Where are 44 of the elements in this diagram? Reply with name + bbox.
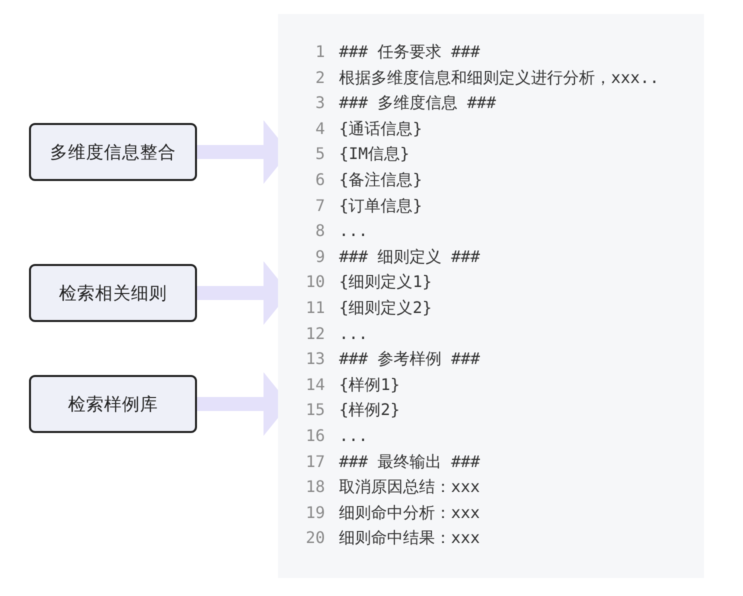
code-panel — [278, 14, 704, 578]
code-line: {通话信息} — [339, 118, 422, 140]
code-line: ### 最终输出 ### — [339, 450, 480, 473]
code-line: ... — [339, 220, 368, 242]
line-number: 15 — [304, 399, 325, 422]
line-number: 11 — [304, 297, 325, 319]
code-line: ### 多维度信息 ### — [339, 92, 496, 114]
code-line: ### 细则定义 ### — [339, 246, 480, 268]
process-box: 检索样例库 — [29, 375, 197, 433]
process-box: 多维度信息整合 — [29, 123, 197, 181]
line-number: 8 — [314, 220, 325, 242]
line-number: 14 — [304, 374, 325, 396]
line-number: 20 — [304, 527, 325, 550]
code-line: 取消原因总结：xxx — [339, 476, 480, 498]
line-number: 7 — [314, 194, 325, 217]
line-number: 12 — [304, 322, 325, 345]
code-line: {样例2} — [339, 399, 400, 422]
code-line: ### 参考样例 ### — [339, 348, 480, 370]
line-number: 1 — [314, 41, 325, 63]
code-line: ... — [339, 425, 368, 447]
code-line: ... — [339, 322, 368, 345]
line-number: 3 — [314, 92, 325, 114]
code-line: {备注信息} — [339, 169, 422, 191]
code-line: ### 任务要求 ### — [339, 41, 480, 63]
line-number: 13 — [304, 348, 325, 370]
line-number: 10 — [304, 271, 325, 294]
code-line: {样例1} — [339, 374, 400, 396]
code-line: 细则命中分析：xxx — [339, 502, 480, 524]
line-number: 5 — [314, 143, 325, 166]
line-number: 17 — [304, 450, 325, 473]
code-line: {订单信息} — [339, 194, 422, 217]
code-line: {细则定义2} — [339, 297, 432, 319]
line-number: 9 — [314, 246, 325, 268]
code-line: 根据多维度信息和细则定义进行分析，xxx.. — [339, 66, 660, 89]
code-line: 细则命中结果：xxx — [339, 527, 480, 550]
line-number: 19 — [304, 502, 325, 524]
line-number: 18 — [304, 476, 325, 498]
process-box: 检索相关细则 — [29, 264, 197, 322]
code-line: {细则定义1} — [339, 271, 432, 294]
line-number: 16 — [304, 425, 325, 447]
line-number: 4 — [314, 118, 325, 140]
line-number: 2 — [314, 66, 325, 89]
line-number: 6 — [314, 169, 325, 191]
code-line: {IM信息} — [339, 143, 410, 166]
